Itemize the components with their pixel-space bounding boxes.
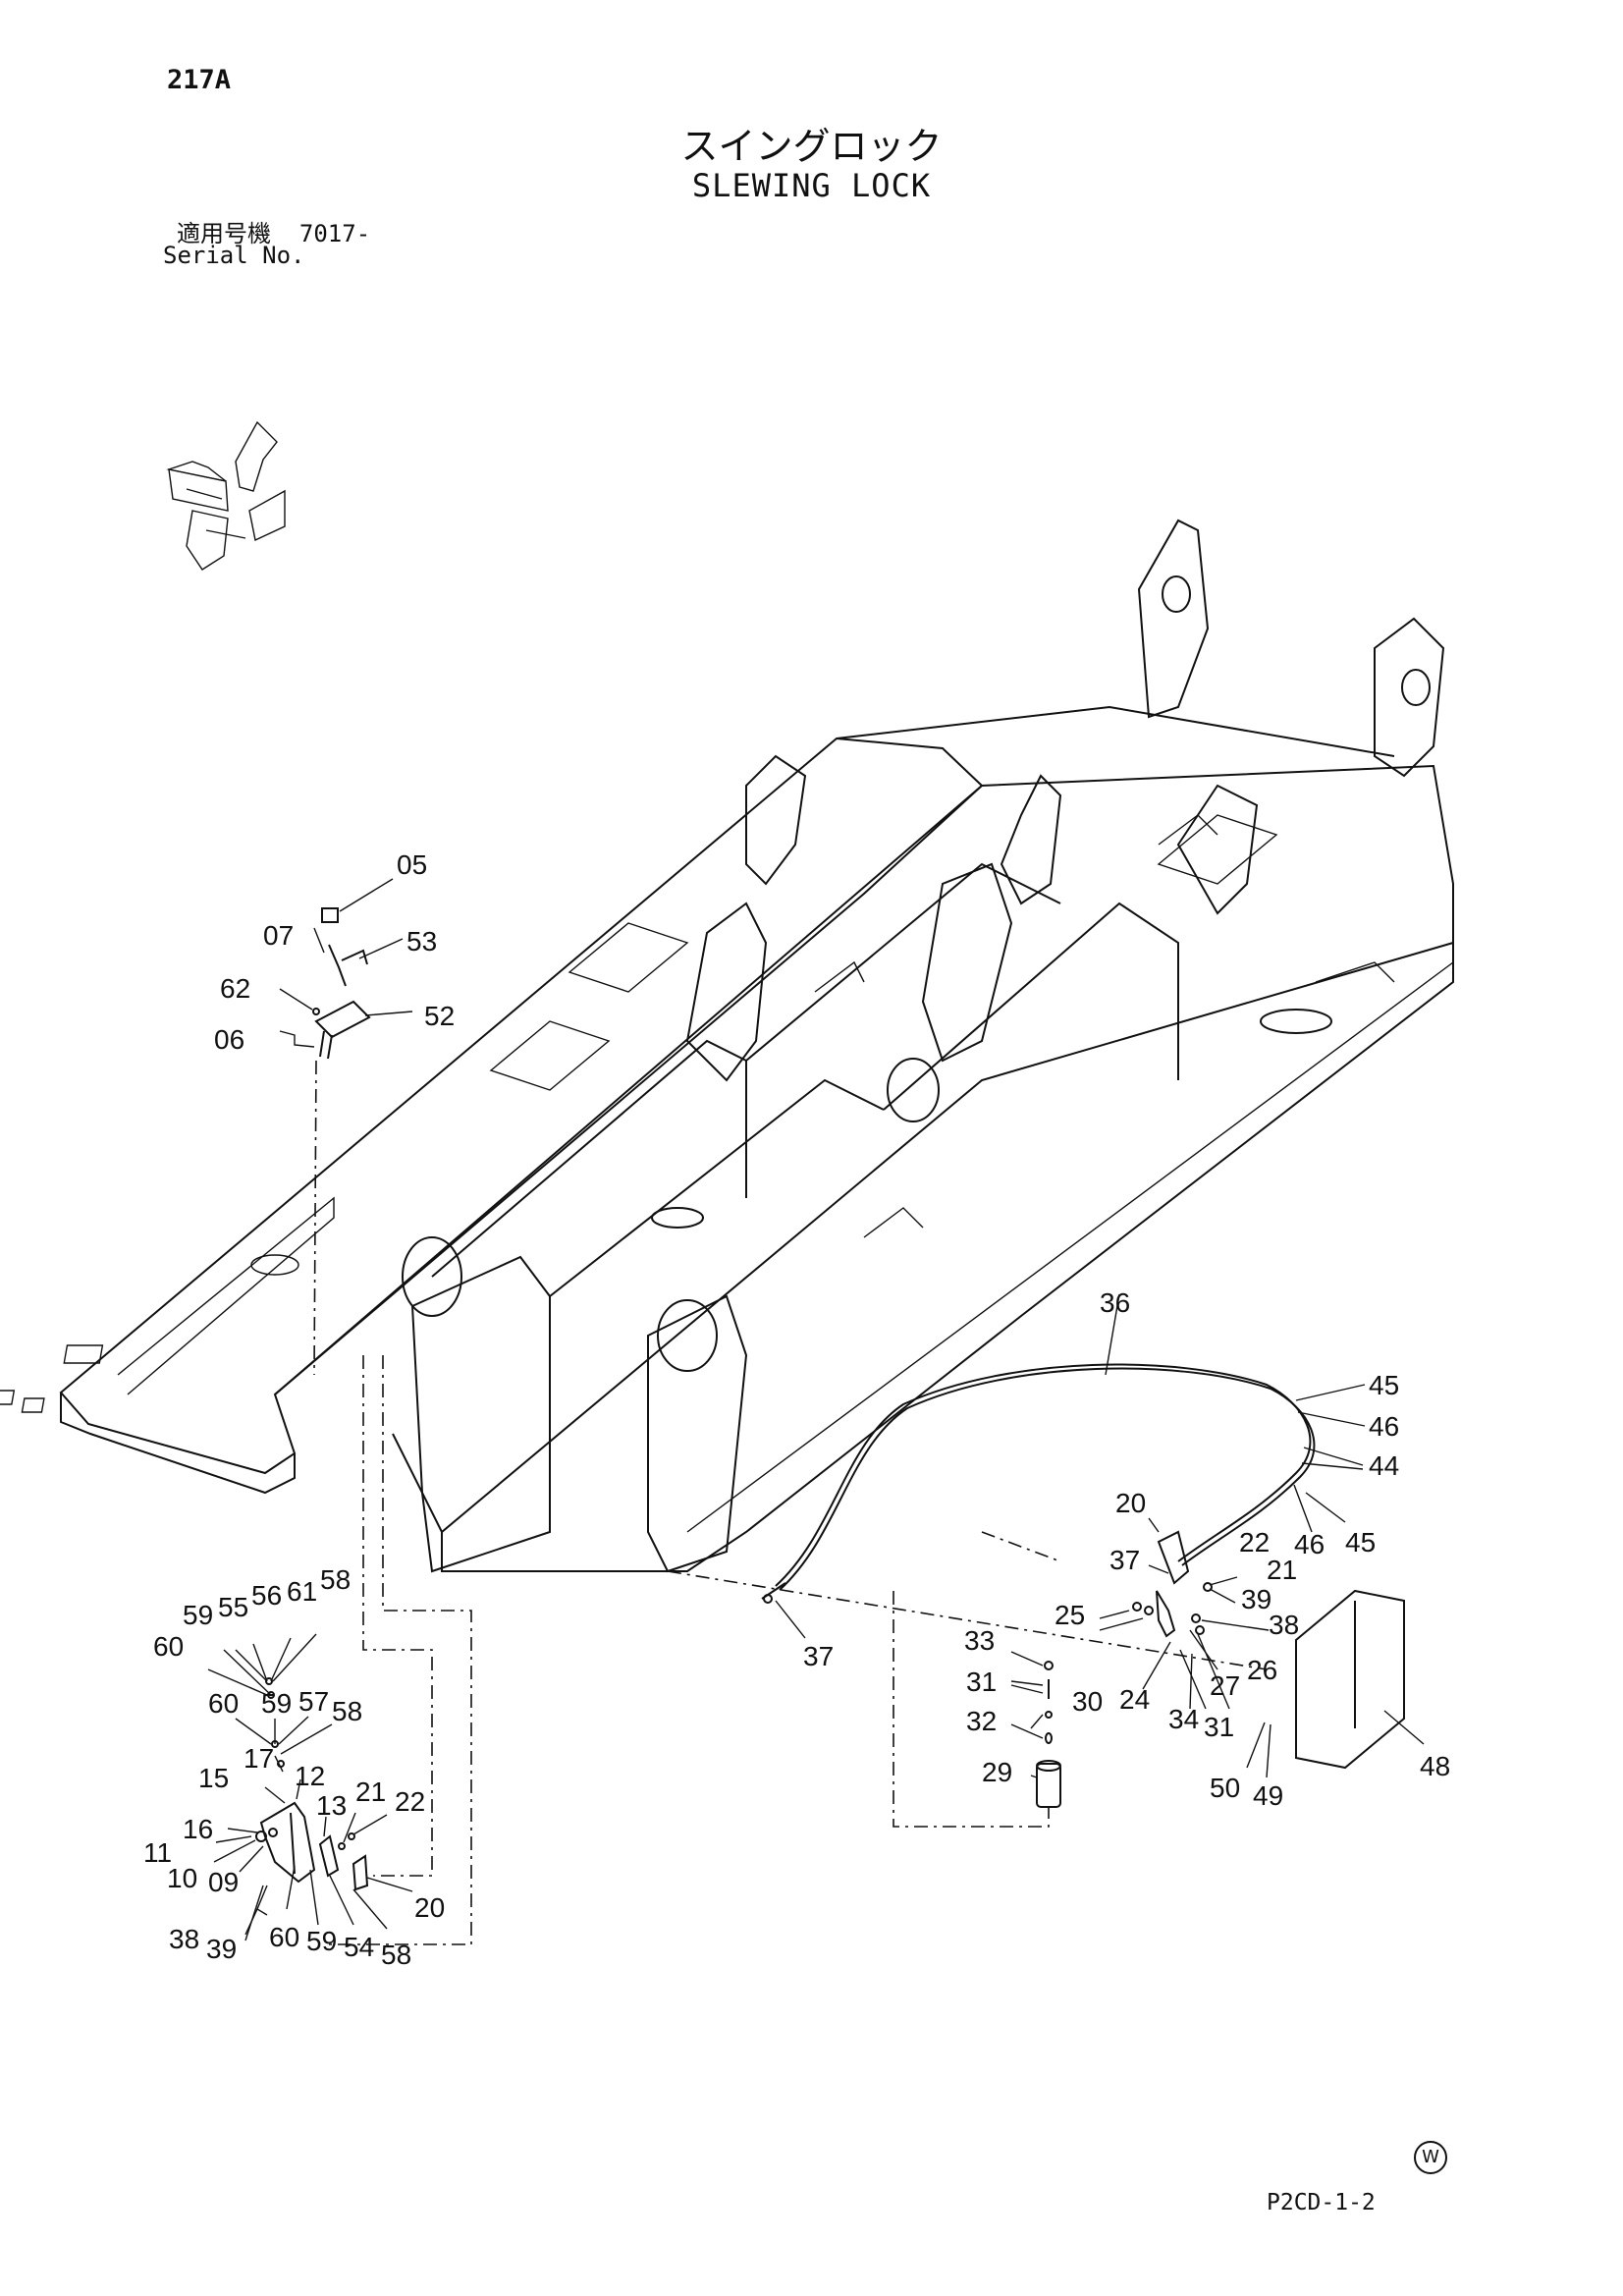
serial-label-jp-text: 適用号機 xyxy=(177,220,271,247)
serial-value: 7017- xyxy=(298,220,371,247)
title-japanese: スイングロック xyxy=(680,125,943,168)
callout-07: 07 xyxy=(263,920,294,951)
callout-16: 16 xyxy=(183,1814,213,1844)
callout-57: 57 xyxy=(298,1686,329,1717)
callout-26: 26 xyxy=(1247,1655,1277,1685)
callout-59-top: 59 xyxy=(183,1600,213,1630)
callout-36: 36 xyxy=(1100,1287,1130,1318)
callout-50: 50 xyxy=(1210,1773,1240,1803)
callout-20-right: 20 xyxy=(1115,1488,1146,1518)
callout-60-bottom: 60 xyxy=(269,1922,299,1952)
lock-lever-assembly-drawing xyxy=(207,1355,472,1945)
corner-mark-w: W xyxy=(1414,2141,1447,2174)
callout-58-bottom: 58 xyxy=(381,1940,411,1970)
serial-label-japanese: 適用号機 7017- xyxy=(177,214,370,248)
callout-59-mid: 59 xyxy=(261,1688,292,1719)
callout-39-left: 39 xyxy=(206,1934,237,1964)
callout-59-bottom: 59 xyxy=(306,1926,337,1956)
orientation-arrows-icon xyxy=(166,420,286,571)
callout-20-left: 20 xyxy=(414,1892,445,1923)
callout-38-left: 38 xyxy=(169,1924,199,1954)
callout-53: 53 xyxy=(406,926,437,957)
chassis-frame-drawing xyxy=(0,519,1454,1573)
page-number: 217A xyxy=(167,65,232,95)
callout-31-right: 31 xyxy=(1204,1712,1234,1742)
callout-60-mid: 60 xyxy=(208,1688,239,1719)
callout-61: 61 xyxy=(287,1576,317,1607)
callout-05: 05 xyxy=(397,849,427,880)
serial-label-english: Serial No. xyxy=(163,242,305,269)
callout-06: 06 xyxy=(214,1024,244,1055)
callout-46-upper: 46 xyxy=(1369,1411,1399,1442)
cable-assembly-drawing xyxy=(667,1293,1425,1828)
callout-22-left: 22 xyxy=(395,1786,425,1817)
callout-17: 17 xyxy=(243,1743,274,1774)
callout-33: 33 xyxy=(964,1625,995,1656)
callout-39-right: 39 xyxy=(1241,1584,1271,1614)
document-code: P2CD-1-2 xyxy=(1267,2190,1376,2215)
lock-switch-bracket-drawing xyxy=(279,878,413,1376)
callout-29: 29 xyxy=(982,1757,1012,1787)
callout-31-left: 31 xyxy=(966,1667,997,1697)
callout-21-left: 21 xyxy=(355,1777,386,1807)
callout-49: 49 xyxy=(1253,1780,1283,1811)
callout-25: 25 xyxy=(1055,1600,1085,1630)
callout-12: 12 xyxy=(295,1761,325,1791)
callout-48: 48 xyxy=(1420,1751,1450,1781)
callout-52: 52 xyxy=(424,1001,455,1031)
callout-58-mid: 58 xyxy=(332,1696,362,1726)
callout-54: 54 xyxy=(344,1932,374,1962)
callout-24: 24 xyxy=(1119,1684,1150,1715)
callout-13: 13 xyxy=(316,1790,347,1821)
callout-37-right: 37 xyxy=(1109,1545,1140,1575)
callout-labels: 05 07 53 62 52 06 36 45 46 44 46 45 20 3… xyxy=(143,849,1450,1970)
callout-56: 56 xyxy=(251,1580,282,1611)
callout-58-top: 58 xyxy=(320,1564,351,1595)
callout-46-lower: 46 xyxy=(1294,1529,1325,1559)
callout-60-top: 60 xyxy=(153,1631,184,1662)
callout-45-lower: 45 xyxy=(1345,1527,1376,1558)
title-english: SLEWING LOCK xyxy=(691,167,932,204)
callout-37-center: 37 xyxy=(803,1641,834,1671)
callout-27: 27 xyxy=(1210,1670,1240,1701)
callout-44: 44 xyxy=(1369,1450,1399,1481)
callout-21-right: 21 xyxy=(1267,1555,1297,1585)
callout-09: 09 xyxy=(208,1867,239,1897)
callout-38-right: 38 xyxy=(1269,1610,1299,1640)
callout-34: 34 xyxy=(1168,1704,1199,1734)
callout-15: 15 xyxy=(198,1763,229,1793)
callout-62: 62 xyxy=(220,973,250,1004)
callout-11: 11 xyxy=(143,1837,172,1868)
callout-10: 10 xyxy=(167,1863,197,1893)
callout-45-upper: 45 xyxy=(1369,1370,1399,1400)
callout-55: 55 xyxy=(218,1592,248,1622)
callout-30: 30 xyxy=(1072,1686,1103,1717)
callout-22-right: 22 xyxy=(1239,1527,1270,1558)
callout-32: 32 xyxy=(966,1706,997,1736)
